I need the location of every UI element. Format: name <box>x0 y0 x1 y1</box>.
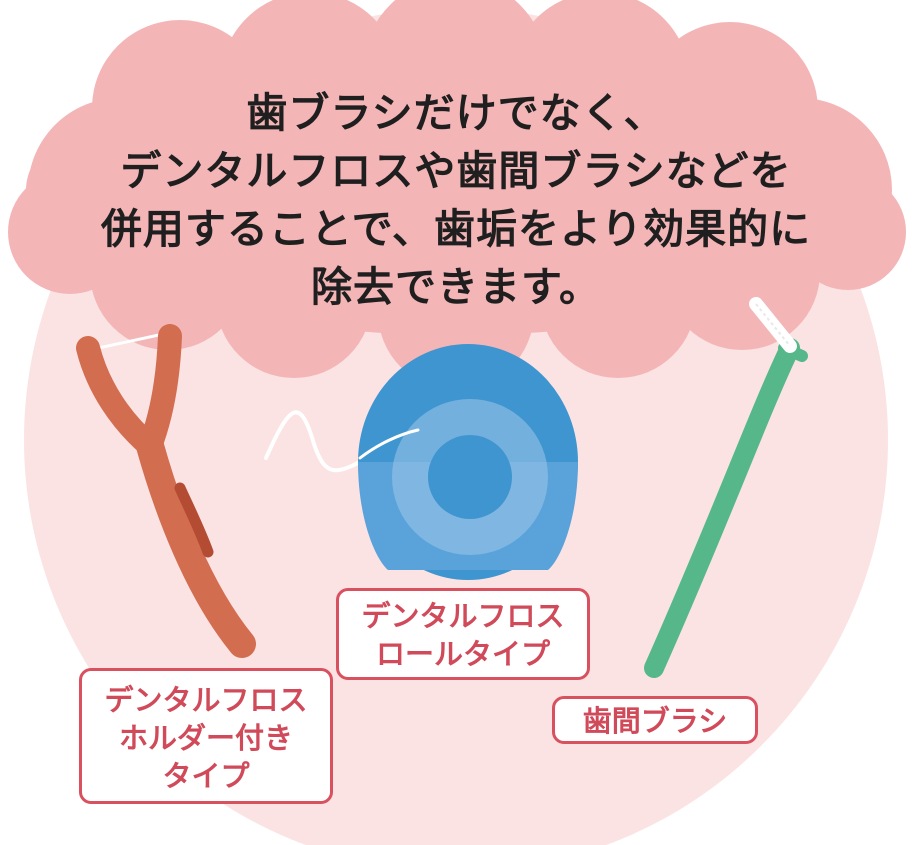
label-interdental-brush-line-1: 歯間ブラシ <box>582 704 728 738</box>
label-floss-holder-line-2: ホルダー付き <box>118 721 293 755</box>
dental-floss-holder-icon <box>76 324 256 658</box>
headline-line-4: 除去できます。 <box>311 263 601 311</box>
label-floss-holder-line-3: タイプ <box>162 759 250 793</box>
interdental-brush-icon <box>644 297 808 678</box>
dental-floss-roll-icon <box>264 344 578 580</box>
label-interdental-brush: 歯間ブラシ <box>552 696 758 744</box>
label-floss-holder-line-1: デンタルフロス <box>104 683 308 717</box>
headline-line-1: 歯ブラシだけでなく、 <box>246 89 666 137</box>
label-floss-holder-type: デンタルフロス ホルダー付き タイプ <box>79 668 333 804</box>
headline-line-2: デンタルフロスや歯間ブラシなどを <box>120 147 792 195</box>
label-floss-roll-line-2: ロールタイプ <box>375 637 550 671</box>
label-floss-roll-type: デンタルフロス ロールタイプ <box>336 588 590 680</box>
headline: 歯ブラシだけでなく、 デンタルフロスや歯間ブラシなどを 併用することで、歯垢をよ… <box>40 84 872 316</box>
label-floss-roll-line-1: デンタルフロス <box>361 599 565 633</box>
headline-line-3: 併用することで、歯垢をより効果的に <box>100 205 812 253</box>
thought-cloud <box>8 0 906 390</box>
